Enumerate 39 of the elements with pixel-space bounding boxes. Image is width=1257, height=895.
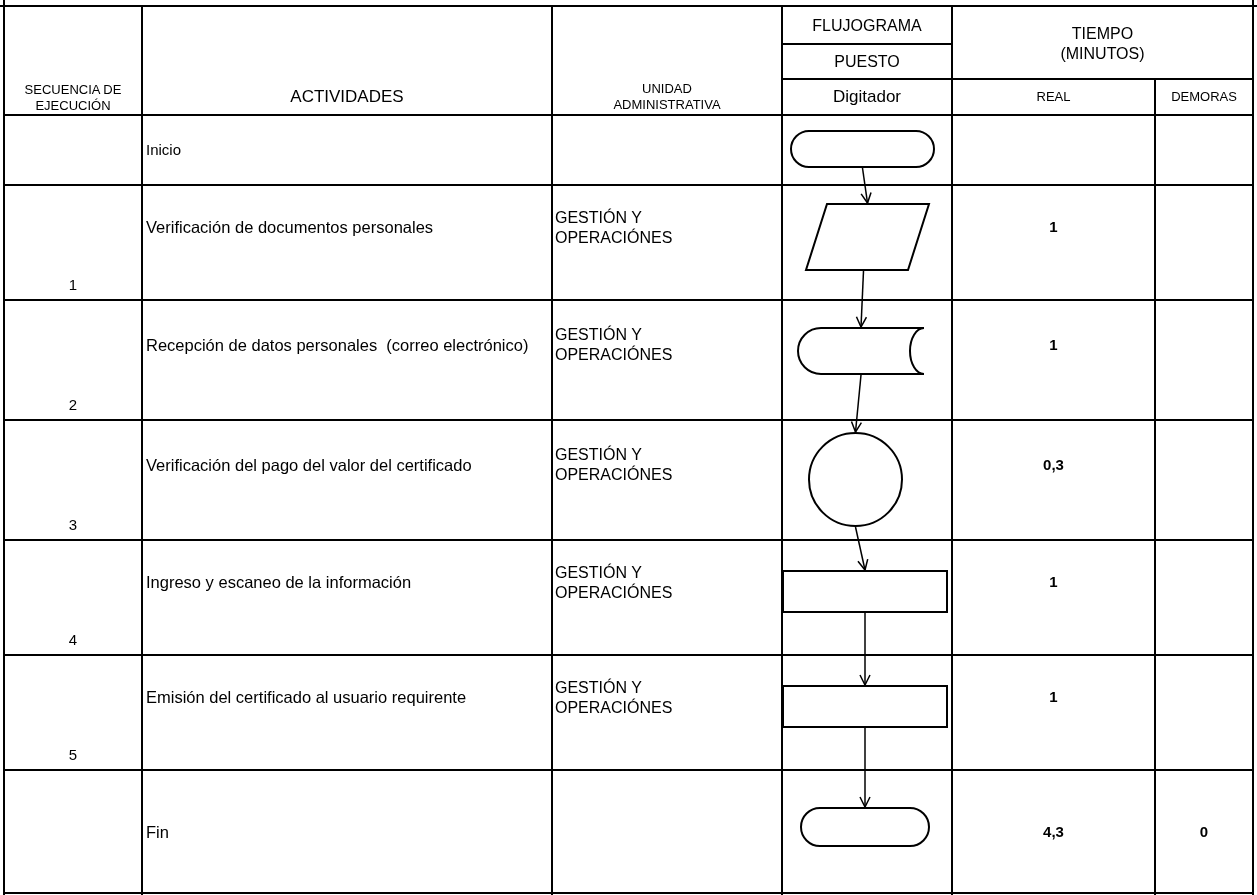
- sequence-number: 5: [68, 745, 78, 765]
- activity-text: Inicio: [146, 140, 182, 160]
- arrow: [854, 526, 869, 571]
- column-header: REAL: [1036, 88, 1071, 106]
- column-header: SECUENCIA DE EJECUCIÓN: [23, 81, 123, 115]
- activity-text: Verificación del pago del valor del certificado: [146, 454, 472, 476]
- column-header: DEMORAS: [1171, 88, 1237, 106]
- column-header: TIEMPO (MINUTOS): [1059, 23, 1146, 64]
- time-value: 1: [1049, 335, 1058, 355]
- time-value: 0,3: [1043, 455, 1064, 475]
- unit-text: GESTIÓN Y OPERACIÓNES: [555, 562, 674, 603]
- column-header: PUESTO: [834, 51, 900, 72]
- arrow: [859, 612, 871, 686]
- activity-text: Emisión del certificado al usuario requirente: [146, 687, 467, 708]
- column-header: UNIDAD ADMINISTRATIVA: [612, 80, 722, 114]
- arrow: [855, 270, 868, 328]
- time-value: 4,3: [1043, 823, 1064, 842]
- sequence-number: 3: [68, 515, 78, 535]
- column-header: FLUJOGRAMA: [812, 16, 922, 36]
- unit-text: GESTIÓN Y OPERACIÓNES: [555, 445, 674, 485]
- activity-text: Fin: [146, 822, 169, 843]
- activity-text: Ingreso y escaneo de la información: [146, 572, 412, 593]
- column-header: Digitador: [832, 86, 901, 108]
- sequence-number: 1: [68, 275, 78, 295]
- sequence-number: 4: [68, 630, 78, 650]
- arrow: [860, 167, 872, 204]
- activity-text: Verificación de documentos personales: [146, 217, 434, 238]
- time-value: 1: [1049, 688, 1058, 707]
- sequence-number: 2: [68, 395, 78, 415]
- unit-text: GESTIÓN Y OPERACIÓNES: [555, 677, 674, 718]
- arrow: [859, 727, 871, 808]
- time-value: 0: [1199, 823, 1209, 842]
- time-value: 1: [1049, 573, 1058, 592]
- time-value: 1: [1049, 218, 1058, 237]
- arrow: [850, 374, 863, 433]
- activity-text: Recepción de datos personales (correo electrónico): [146, 334, 529, 356]
- column-header: ACTIVIDADES: [290, 86, 404, 108]
- unit-text: GESTIÓN Y OPERACIÓNES: [555, 207, 674, 248]
- unit-text: GESTIÓN Y OPERACIÓNES: [555, 325, 674, 365]
